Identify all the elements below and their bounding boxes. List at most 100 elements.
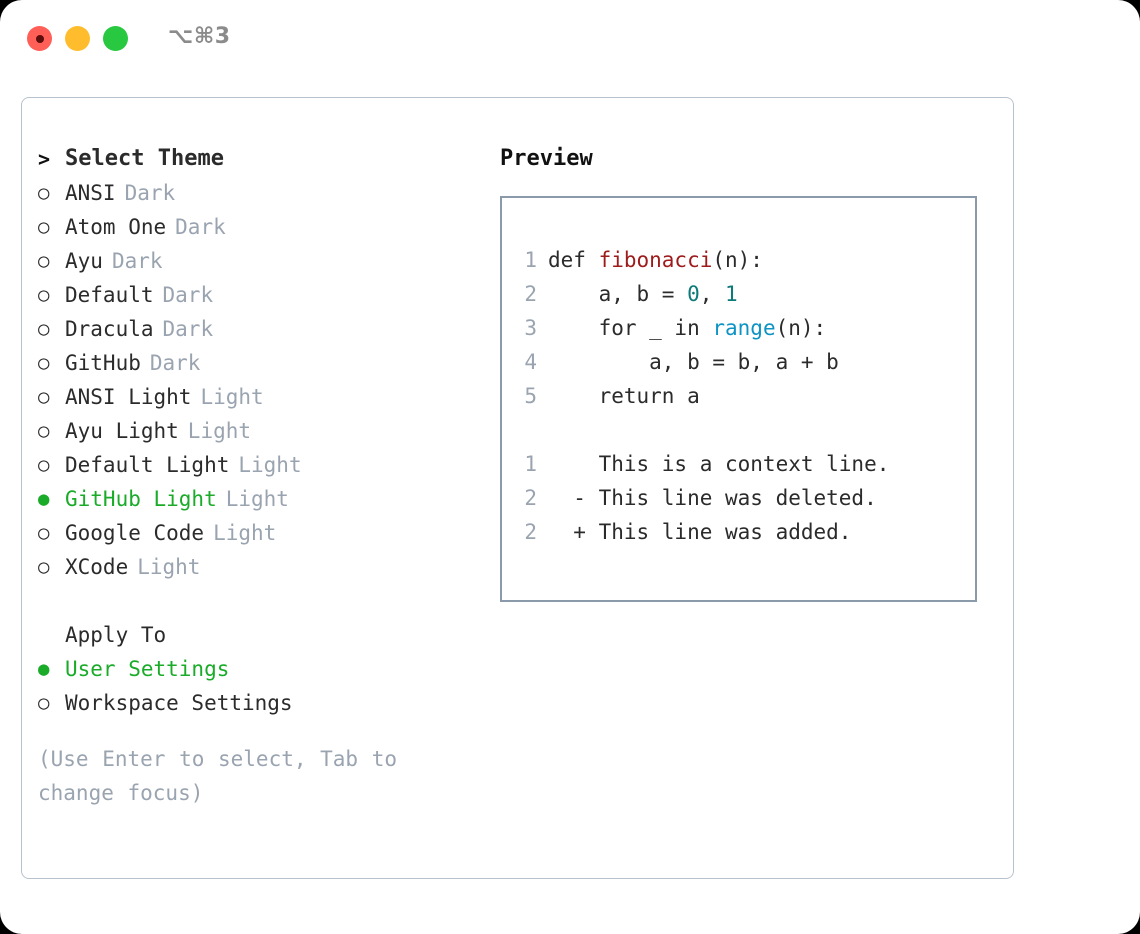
keyboard-hint: (Use Enter to select, Tab to change focu… <box>38 747 411 805</box>
code-blank-line <box>502 413 975 447</box>
prompt-caret-icon: > <box>38 147 51 171</box>
code-line: 2 a, b = 0, 1 <box>502 277 975 311</box>
radio-unselected-icon: ○ <box>38 318 50 340</box>
select-theme-header: > Select Theme <box>38 142 468 176</box>
theme-list-item[interactable]: ○ Dracula Dark <box>38 312 468 346</box>
theme-category-tag: Dark <box>124 181 176 205</box>
apply-to-option[interactable]: ●User Settings <box>38 652 468 686</box>
diff-text: This is a context line. <box>548 452 890 476</box>
apply-to-option-label: Workspace Settings <box>65 691 293 715</box>
radio-unselected-icon: ○ <box>38 182 50 204</box>
preview-title: Preview <box>500 146 593 171</box>
theme-category-tag: Dark <box>162 283 214 307</box>
theme-category-tag: Dark <box>162 317 214 341</box>
theme-category-tag: Light <box>213 521 277 545</box>
theme-name: ANSI Light <box>65 385 192 409</box>
apply-to-header: Apply To <box>38 618 468 652</box>
theme-name: XCode <box>65 555 129 579</box>
theme-category-tag: Light <box>137 555 201 579</box>
diff-sample: 1 This is a context line.2 - This line w… <box>502 447 975 549</box>
theme-list-item[interactable]: ● GitHub Light Light <box>38 482 468 516</box>
code-token: (n): <box>775 316 827 340</box>
select-theme-title: Select Theme <box>65 146 224 171</box>
theme-category-tag: Dark <box>175 215 226 239</box>
line-number: 5 <box>524 384 537 408</box>
theme-category-tag: Dark <box>111 249 163 273</box>
code-token: (n): <box>712 248 763 272</box>
theme-category-tag: Light <box>187 419 252 443</box>
theme-list-item[interactable]: ○ XCode Light <box>38 550 468 584</box>
theme-name: Dracula <box>65 317 154 341</box>
code-token: fibonacci <box>598 248 713 272</box>
radio-unselected-icon: ○ <box>38 454 50 476</box>
code-text: for _ in range(n): <box>548 311 827 345</box>
theme-list-item[interactable]: ○ Default Dark <box>38 278 468 312</box>
theme-category-tag: Light <box>238 453 302 477</box>
radio-selected-icon: ● <box>38 658 50 680</box>
code-line: 3 for _ in range(n): <box>502 311 975 345</box>
line-number: 2 <box>524 520 537 544</box>
code-token: return a <box>548 384 700 408</box>
radio-unselected-icon: ○ <box>38 216 50 238</box>
apply-to-option[interactable]: ○ Workspace Settings <box>38 686 468 720</box>
close-button[interactable] <box>27 26 52 51</box>
code-text: a, b = 0, 1 <box>548 277 738 311</box>
theme-name: Default <box>65 283 154 307</box>
line-number: 1 <box>524 248 537 272</box>
theme-category-tag: Light <box>225 487 289 511</box>
diff-line: 1 This is a context line. <box>502 447 975 481</box>
theme-name: Atom One <box>65 215 167 239</box>
code-line: 1 def fibonacci(n): <box>502 243 975 277</box>
code-token: range <box>712 316 776 340</box>
theme-list-item[interactable]: ○ ANSI Light Light <box>38 380 468 414</box>
line-number: 3 <box>524 316 537 340</box>
theme-category-tag: Light <box>200 385 264 409</box>
diff-text: + This line was added. <box>548 520 852 544</box>
theme-name: GitHub <box>65 351 141 375</box>
list-spacer <box>38 584 468 618</box>
window-title-shortcut: ⌥⌘3 <box>168 24 231 49</box>
diff-text: - This line was deleted. <box>548 486 877 510</box>
line-number: 1 <box>524 452 537 476</box>
line-number: 4 <box>524 350 537 374</box>
code-line: 5 return a <box>502 379 975 413</box>
theme-name: Ayu <box>65 249 103 273</box>
radio-unselected-icon: ○ <box>38 386 50 408</box>
radio-unselected-icon: ○ <box>38 352 50 374</box>
radio-unselected-icon: ○ <box>38 692 50 714</box>
apply-to-title: Apply To <box>65 623 167 647</box>
minimize-button[interactable] <box>65 26 90 51</box>
title-bar: ⌥⌘3 <box>0 0 1140 76</box>
theme-name: GitHub Light <box>65 487 217 511</box>
apply-to-list: ●User Settings ○ Workspace Settings <box>38 652 468 720</box>
radio-unselected-icon: ○ <box>38 284 50 306</box>
code-text: a, b = b, a + b <box>548 345 839 379</box>
radio-unselected-icon: ○ <box>38 420 50 442</box>
radio-unselected-icon: ○ <box>38 522 50 544</box>
diff-line: 2 + This line was added. <box>502 515 975 549</box>
code-text: def fibonacci(n): <box>548 243 763 277</box>
apply-to-marker-placeholder <box>38 618 65 652</box>
diff-line: 2 - This line was deleted. <box>502 481 975 515</box>
zoom-button[interactable] <box>103 26 128 51</box>
traffic-light-group <box>27 26 128 51</box>
radio-selected-icon: ● <box>38 488 50 510</box>
radio-unselected-icon: ○ <box>38 556 50 578</box>
line-number: 2 <box>524 486 537 510</box>
code-token: 1 <box>725 282 738 306</box>
theme-list-item[interactable]: ○ Atom One Dark <box>38 210 468 244</box>
code-token: 0 <box>687 282 700 306</box>
